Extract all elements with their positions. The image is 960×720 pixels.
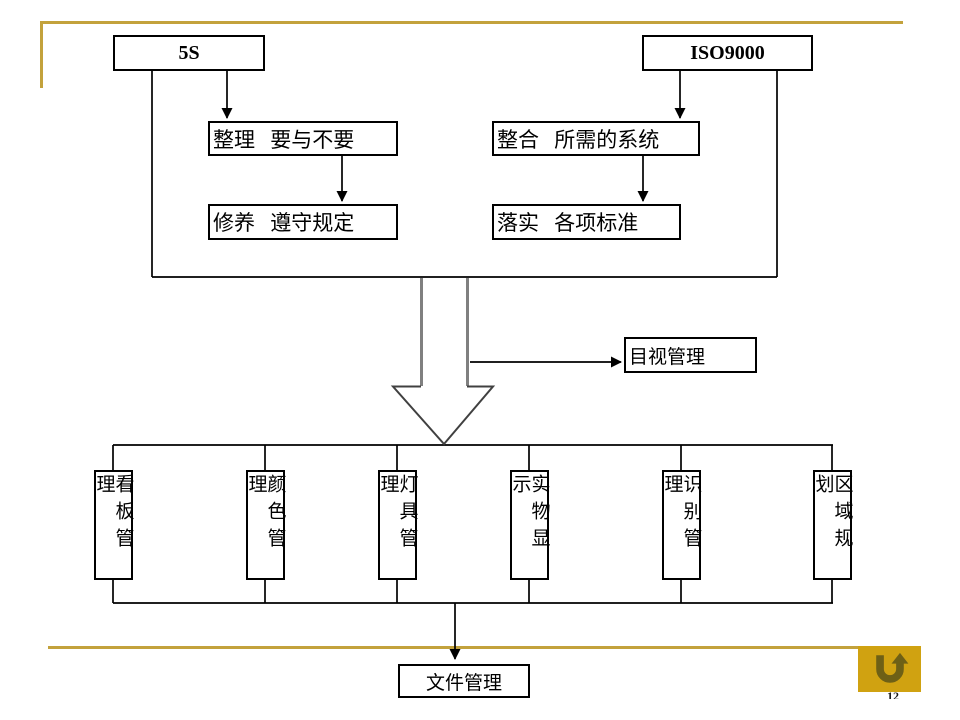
box-identification-mgmt: 识别管理 <box>661 470 702 580</box>
box-visual-mgmt-label: 目视管理 <box>629 346 706 368</box>
big-block-arrow <box>390 278 496 446</box>
box-iso9000: ISO9000 <box>642 35 813 71</box>
bottom-border-line <box>48 646 858 649</box>
box-physical-display: 实物显示 <box>509 470 550 580</box>
box-discipline: 修养 遵守规定 <box>208 204 398 240</box>
box-color-mgmt-label: 颜色管理 <box>245 474 286 555</box>
box-seiri: 整理 要与不要 <box>208 121 398 156</box>
box-area-planning-label: 区域规划 <box>812 474 853 555</box>
box-integrate: 整合 所需的系统 <box>492 121 700 156</box>
box-implement: 落实 各项标准 <box>492 204 681 240</box>
top-left-border-tick <box>40 21 43 88</box>
box-5s-label: 5S <box>178 41 200 64</box>
page-number: 12 <box>887 691 899 699</box>
top-border-line <box>40 21 903 24</box>
box-kanban-mgmt: 看板管理 <box>93 470 134 580</box>
box-kanban-mgmt-label: 看板管理 <box>93 474 134 555</box>
box-implement-label: 落实 各项标准 <box>497 211 639 235</box>
box-area-planning: 区域规划 <box>812 470 853 580</box>
box-seiri-label: 整理 要与不要 <box>213 127 355 152</box>
box-discipline-label: 修养 遵守规定 <box>213 211 355 235</box>
box-integrate-label: 整合 所需的系统 <box>497 127 660 152</box>
box-iso9000-label: ISO9000 <box>690 41 765 64</box>
box-lighting-mgmt-label: 灯具管理 <box>377 474 418 555</box>
box-5s: 5S <box>113 35 265 71</box>
box-document-mgmt-label: 文件管理 <box>425 672 502 694</box>
logo-badge <box>858 646 921 692</box>
box-physical-display-label: 实物显示 <box>509 474 550 555</box>
box-visual-mgmt: 目视管理 <box>624 337 757 373</box>
box-color-mgmt: 颜色管理 <box>245 470 286 580</box>
u-turn-arrow-icon <box>875 652 908 683</box>
box-document-mgmt: 文件管理 <box>398 664 530 698</box>
box-identification-mgmt-label: 识别管理 <box>661 474 702 555</box>
box-lighting-mgmt: 灯具管理 <box>377 470 418 580</box>
